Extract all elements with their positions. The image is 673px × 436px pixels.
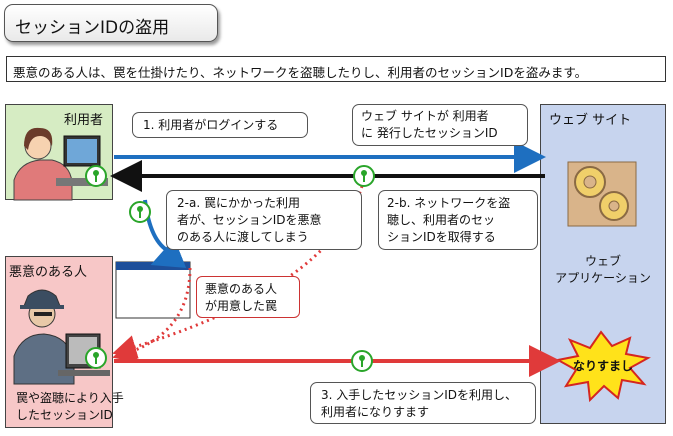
- trap-window-icon: [115, 261, 191, 319]
- callout-obtained: 罠や盗聴により入手 したセッションID: [16, 391, 124, 422]
- session-key-icon: [351, 350, 373, 372]
- callout-impersonate: 3. 入手したセッションIDを利用し、 利用者になりすます: [310, 382, 536, 424]
- callout-issued: ウェブ サイトが 利用者 に 発行したセッションID: [352, 104, 528, 146]
- web-app-gears-icon: [567, 161, 637, 227]
- callout-trap: 2-a. 罠にかかった利用 者が、セッションIDを悪意 のある人に渡してしまう: [166, 190, 362, 250]
- user-label: 利用者: [64, 113, 104, 128]
- spoof-burst-icon: [555, 330, 651, 403]
- callout-sniff: 2-b. ネットワークを盗 聴し、利用者のセッ ションIDを取得する: [378, 190, 538, 250]
- callout-trap-prepared: 悪意のある人 が用意した罠: [196, 276, 300, 318]
- session-key-icon: [353, 165, 375, 187]
- web-app-label: ウェブ アプリケーション: [555, 254, 651, 285]
- callout-login: 1. 利用者がログインする: [132, 112, 308, 138]
- attacker-label: 悪意のある人: [9, 265, 88, 280]
- session-key-icon: [85, 347, 107, 369]
- spoof-label: なりすまし: [572, 359, 633, 373]
- user-illustration: [13, 127, 108, 201]
- description: 悪意のある人は、罠を仕掛けたり、ネットワークを盗聴したりし、利用者のセッションI…: [6, 56, 666, 82]
- website-panel: ウェブ サイト ウェブ アプリケーション: [540, 104, 666, 424]
- session-key-icon: [85, 165, 107, 187]
- page-title: セッションIDの盗用: [4, 4, 218, 42]
- session-key-icon: [129, 201, 151, 223]
- attacker-illustration: [13, 289, 110, 385]
- website-label: ウェブ サイト: [549, 113, 632, 128]
